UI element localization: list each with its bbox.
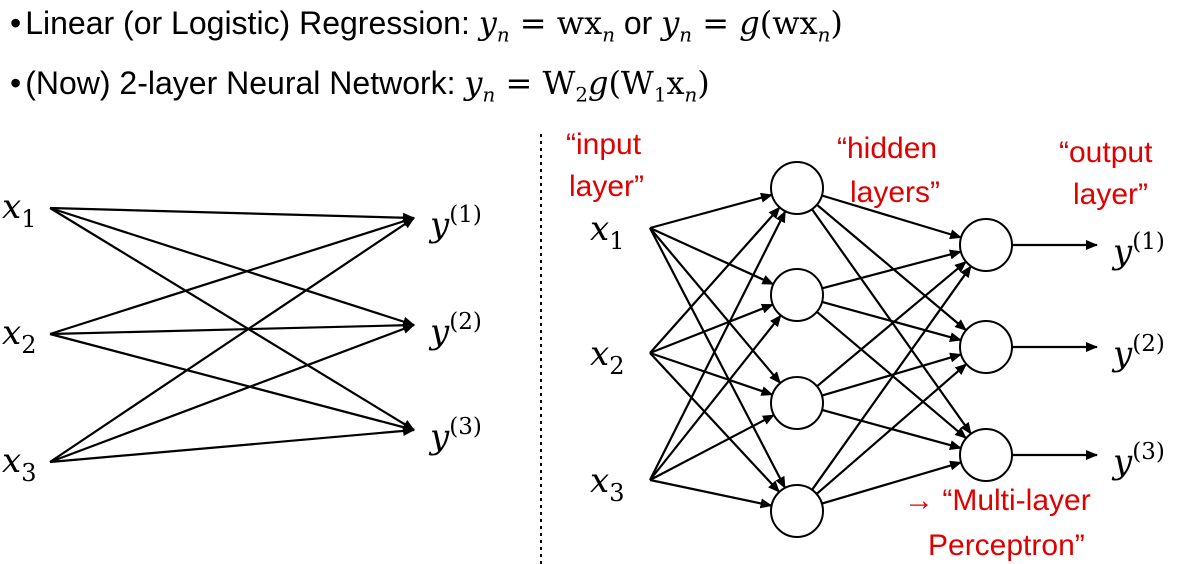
- right-edge-h1n4-h2n1: [811, 265, 972, 491]
- right-edge-h1n3-h2n1: [816, 260, 967, 388]
- equation-2-layer-nn: yn = W2g(W1xn): [464, 64, 710, 107]
- left-input-x2: x2: [2, 313, 36, 359]
- equation-linear: yn = wxn: [478, 4, 615, 47]
- input-layer-label-line2: layer”: [569, 170, 644, 203]
- bullet-1-label: Linear (or Logistic) Regression:: [25, 5, 470, 41]
- right-edge-in3-h1n4: [649, 478, 773, 509]
- left-edge-x2-y3: [49, 332, 415, 433]
- right-input-x3: x3: [590, 461, 624, 507]
- equation-logistic: yn = g(wxn): [661, 4, 843, 47]
- left-edge-x3-y3: [49, 425, 415, 464]
- right-edge-in2-h1n3: [649, 351, 774, 396]
- right-edge-in2-h1n4: [649, 352, 781, 493]
- right-output-y3: y(3): [1111, 439, 1165, 482]
- hidden-layers-label-line2: layers”: [850, 176, 940, 209]
- bullet-linear-regression: •Linear (or Logistic) Regression: yn = w…: [10, 4, 843, 47]
- left-output-y2: y(2): [428, 309, 482, 352]
- input-layer-label-line1: “input: [566, 128, 642, 161]
- left-edge-x1-y1: [49, 206, 415, 223]
- right-output-y1: y(1): [1111, 229, 1165, 272]
- output-layer-label-line2: layer”: [1073, 178, 1148, 211]
- right-edge-in2-h1n1: [649, 206, 781, 354]
- mlp-label-line2: Perceptron”: [928, 529, 1085, 562]
- right-edge-in3-h1n1: [649, 210, 787, 481]
- right-network-edges: [649, 192, 1098, 509]
- right-network-labels: x1 x2 x3 y(1) y(2) y(3): [590, 209, 1165, 507]
- right-edge-h1n3-h2n2: [821, 352, 963, 397]
- hidden-layer-2-node-1: [959, 218, 1013, 272]
- right-edge-h1n1-h2n1: [821, 194, 963, 240]
- bullet-2-label: (Now) 2-layer Neural Network:: [25, 65, 456, 101]
- hidden-layer-1-node-1: [770, 161, 824, 215]
- left-edge-x1-y2: [49, 206, 415, 327]
- right-edge-in1-h1n3: [649, 227, 782, 384]
- left-network-edges: [49, 206, 415, 464]
- left-edge-x1-y3: [49, 207, 415, 431]
- hidden-layer-1-node-2: [770, 268, 824, 322]
- right-edge-in2-h1n2: [649, 303, 774, 355]
- left-edge-x2-y1: [49, 216, 415, 336]
- right-edge-in3-h1n3: [649, 414, 775, 481]
- left-network-labels: x1 x2 x3 y(1) y(2) y(3): [2, 187, 482, 487]
- bullet-neural-network: •(Now) 2-layer Neural Network: yn = W2g(…: [10, 64, 710, 107]
- right-edge-h1n4-h2n2: [815, 363, 968, 495]
- left-edge-x3-y1: [49, 217, 415, 463]
- annotation-labels: “input layer” “hidden layers” “output la…: [566, 128, 1153, 562]
- left-input-x3: x3: [2, 441, 36, 487]
- left-edge-x2-y2: [49, 320, 415, 336]
- right-network-nodes: [770, 161, 1013, 538]
- hidden-layer-2-node-3: [959, 428, 1013, 482]
- hidden-layer-1-node-3: [770, 376, 824, 430]
- hidden-layers-label-line1: “hidden: [837, 132, 937, 165]
- right-input-x2: x2: [590, 334, 624, 380]
- left-output-y3: y(3): [428, 414, 482, 457]
- hidden-layer-1-node-4: [770, 484, 824, 538]
- left-edge-x3-y2: [49, 323, 415, 464]
- left-output-y1: y(1): [428, 202, 482, 245]
- right-edge-h1n4-h2n3: [821, 460, 963, 505]
- right-edge-in1-h1n1: [649, 192, 773, 230]
- right-output-y2: y(2): [1111, 331, 1165, 374]
- right-edge-in3-h1n2: [649, 314, 782, 481]
- mlp-label-line1: → “Multi-layer: [904, 484, 1091, 517]
- hidden-layer-2-node-2: [959, 320, 1013, 374]
- right-edge-h1n2-h2n2: [821, 300, 962, 343]
- right-edge-h1n1-h2n2: [816, 203, 967, 332]
- left-input-x1: x1: [2, 187, 36, 233]
- right-edge-h1n2-h2n1: [821, 249, 962, 290]
- output-layer-label-line1: “output: [1059, 136, 1153, 169]
- right-edge-in1-h1n4: [649, 227, 786, 489]
- right-input-x1: x1: [590, 209, 624, 255]
- bullet-1-connector: or: [623, 5, 653, 41]
